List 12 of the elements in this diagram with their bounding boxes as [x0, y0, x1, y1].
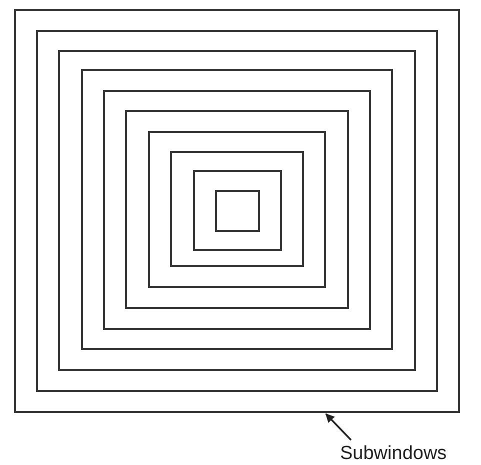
- window-rectangle: [125, 110, 349, 309]
- window-rectangle: [81, 69, 393, 350]
- window-rectangle: [148, 131, 326, 288]
- window-rectangle: [103, 90, 371, 330]
- leader-arrow: [325, 413, 352, 441]
- window-rectangle: [193, 170, 282, 251]
- caption-text: Subwindows: [340, 444, 447, 463]
- window-rectangle: [215, 190, 260, 232]
- window-rectangle: [14, 9, 460, 413]
- window-rectangle: [58, 50, 416, 371]
- window-rectangle: [36, 30, 438, 392]
- window-rectangle: [170, 151, 304, 267]
